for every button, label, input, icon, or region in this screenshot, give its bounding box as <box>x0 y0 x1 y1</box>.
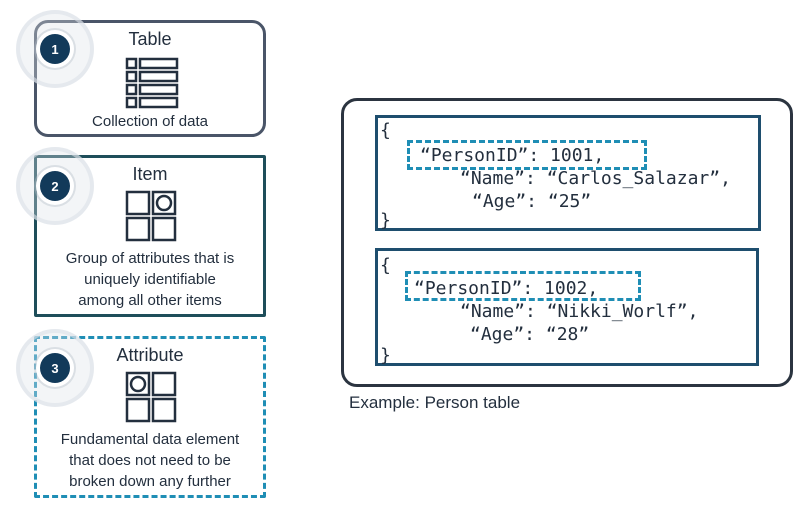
item-card-description-line: uniquely identifiable <box>84 271 216 288</box>
json-close-brace: } <box>380 210 391 231</box>
json-item-1: { “PersonID”: 1001, “Name”: “Carlos_Sala… <box>375 115 761 231</box>
table-card-description-line: Collection of data <box>92 113 208 130</box>
example-table-container <box>341 98 793 387</box>
json-item-2: { “PersonID”: 1002, “Name”: “Nikki_Worlf… <box>375 248 759 366</box>
attribute-card-description: Fundamental data element that does not n… <box>37 429 263 492</box>
attribute-card-description-line: that does not need to be <box>69 452 231 469</box>
item-card-description-line: Group of attributes that is <box>65 250 235 267</box>
json-partition-key: “PersonID”: 1002, <box>414 278 599 299</box>
attribute-card: Attribute Fundamental data element that … <box>34 336 266 498</box>
table-icon <box>125 57 179 109</box>
attribute-card-description-line: broken down any further <box>69 473 231 490</box>
item-card-description-line: among all other items <box>78 292 222 309</box>
json-open-brace: { <box>380 120 391 141</box>
partition-key-highlight <box>407 140 647 170</box>
attribute-card-title: Attribute <box>116 345 184 365</box>
item-icon <box>125 190 177 242</box>
json-name-attribute: “Name”: “Nikki_Worlf”, <box>460 301 699 322</box>
attribute-icon <box>125 371 177 423</box>
item-card-description: Group of attributes that is uniquely ide… <box>37 248 263 311</box>
attribute-card-description-line: Fundamental data element <box>60 431 240 448</box>
item-card-title: Item <box>132 164 168 184</box>
json-name-attribute: “Name”: “Carlos_Salazar”, <box>460 168 731 189</box>
json-age-attribute: “Age”: “25” <box>472 191 592 212</box>
table-card-description: Collection of data <box>37 111 263 132</box>
number-badge-3: 3 <box>40 353 70 383</box>
item-card: Item Group of attributes that is uniquel… <box>34 155 266 317</box>
example-caption: Example: Person table <box>349 393 521 412</box>
number-badge-2: 2 <box>40 171 70 201</box>
partition-key-highlight <box>405 271 641 301</box>
json-close-brace: } <box>380 345 391 366</box>
number-badge-1: 1 <box>40 34 70 64</box>
json-open-brace: { <box>380 255 391 276</box>
json-age-attribute: “Age”: “28” <box>470 324 590 345</box>
table-card-title: Table <box>128 29 172 49</box>
json-partition-key: “PersonID”: 1001, <box>420 145 605 166</box>
